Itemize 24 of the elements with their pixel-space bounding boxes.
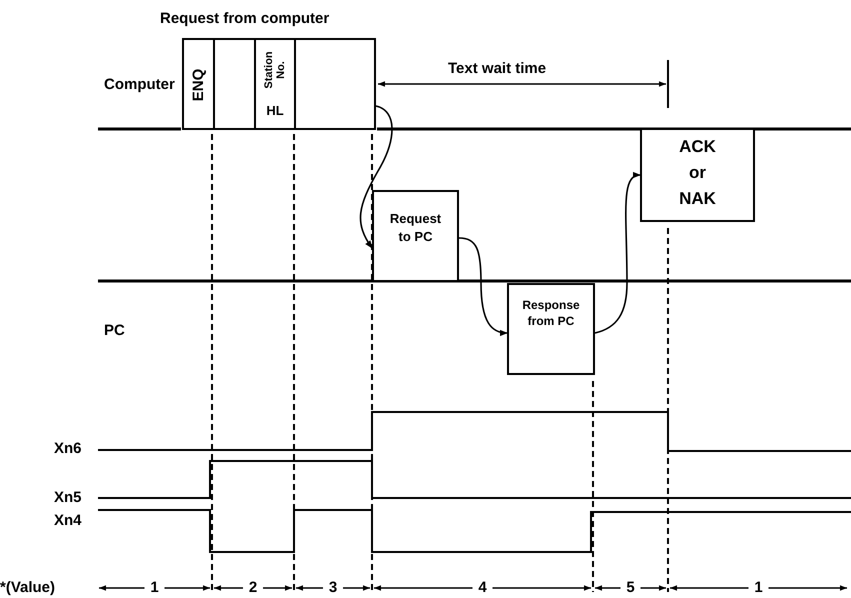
row-label: PC	[104, 321, 125, 341]
process-label: ACK or NAK	[678, 136, 717, 210]
arrow	[360, 105, 393, 249]
arrow	[458, 237, 508, 336]
row-label: Computer	[104, 75, 175, 95]
field-label: Station No.	[263, 50, 287, 91]
dimension-label: Text wait time	[448, 59, 546, 79]
process-label: Response from PC	[521, 297, 581, 329]
signal-label: Xn5	[54, 488, 82, 508]
process-box	[372, 190, 459, 282]
process-box	[507, 283, 595, 375]
empty-box	[213, 38, 256, 130]
row-label: Request from computer	[160, 9, 330, 29]
process-label: Request to PC	[388, 210, 442, 246]
signal-label: *(Value)	[0, 578, 56, 598]
signal-label: Xn4	[54, 511, 82, 531]
empty-box	[294, 38, 376, 130]
process-box	[182, 38, 215, 130]
process-box	[254, 38, 296, 130]
signal-label: Xn6	[54, 439, 82, 459]
arrow	[594, 173, 641, 334]
field-label: HL	[265, 102, 285, 120]
field-label: ENQ	[188, 68, 208, 102]
process-box	[640, 128, 755, 222]
